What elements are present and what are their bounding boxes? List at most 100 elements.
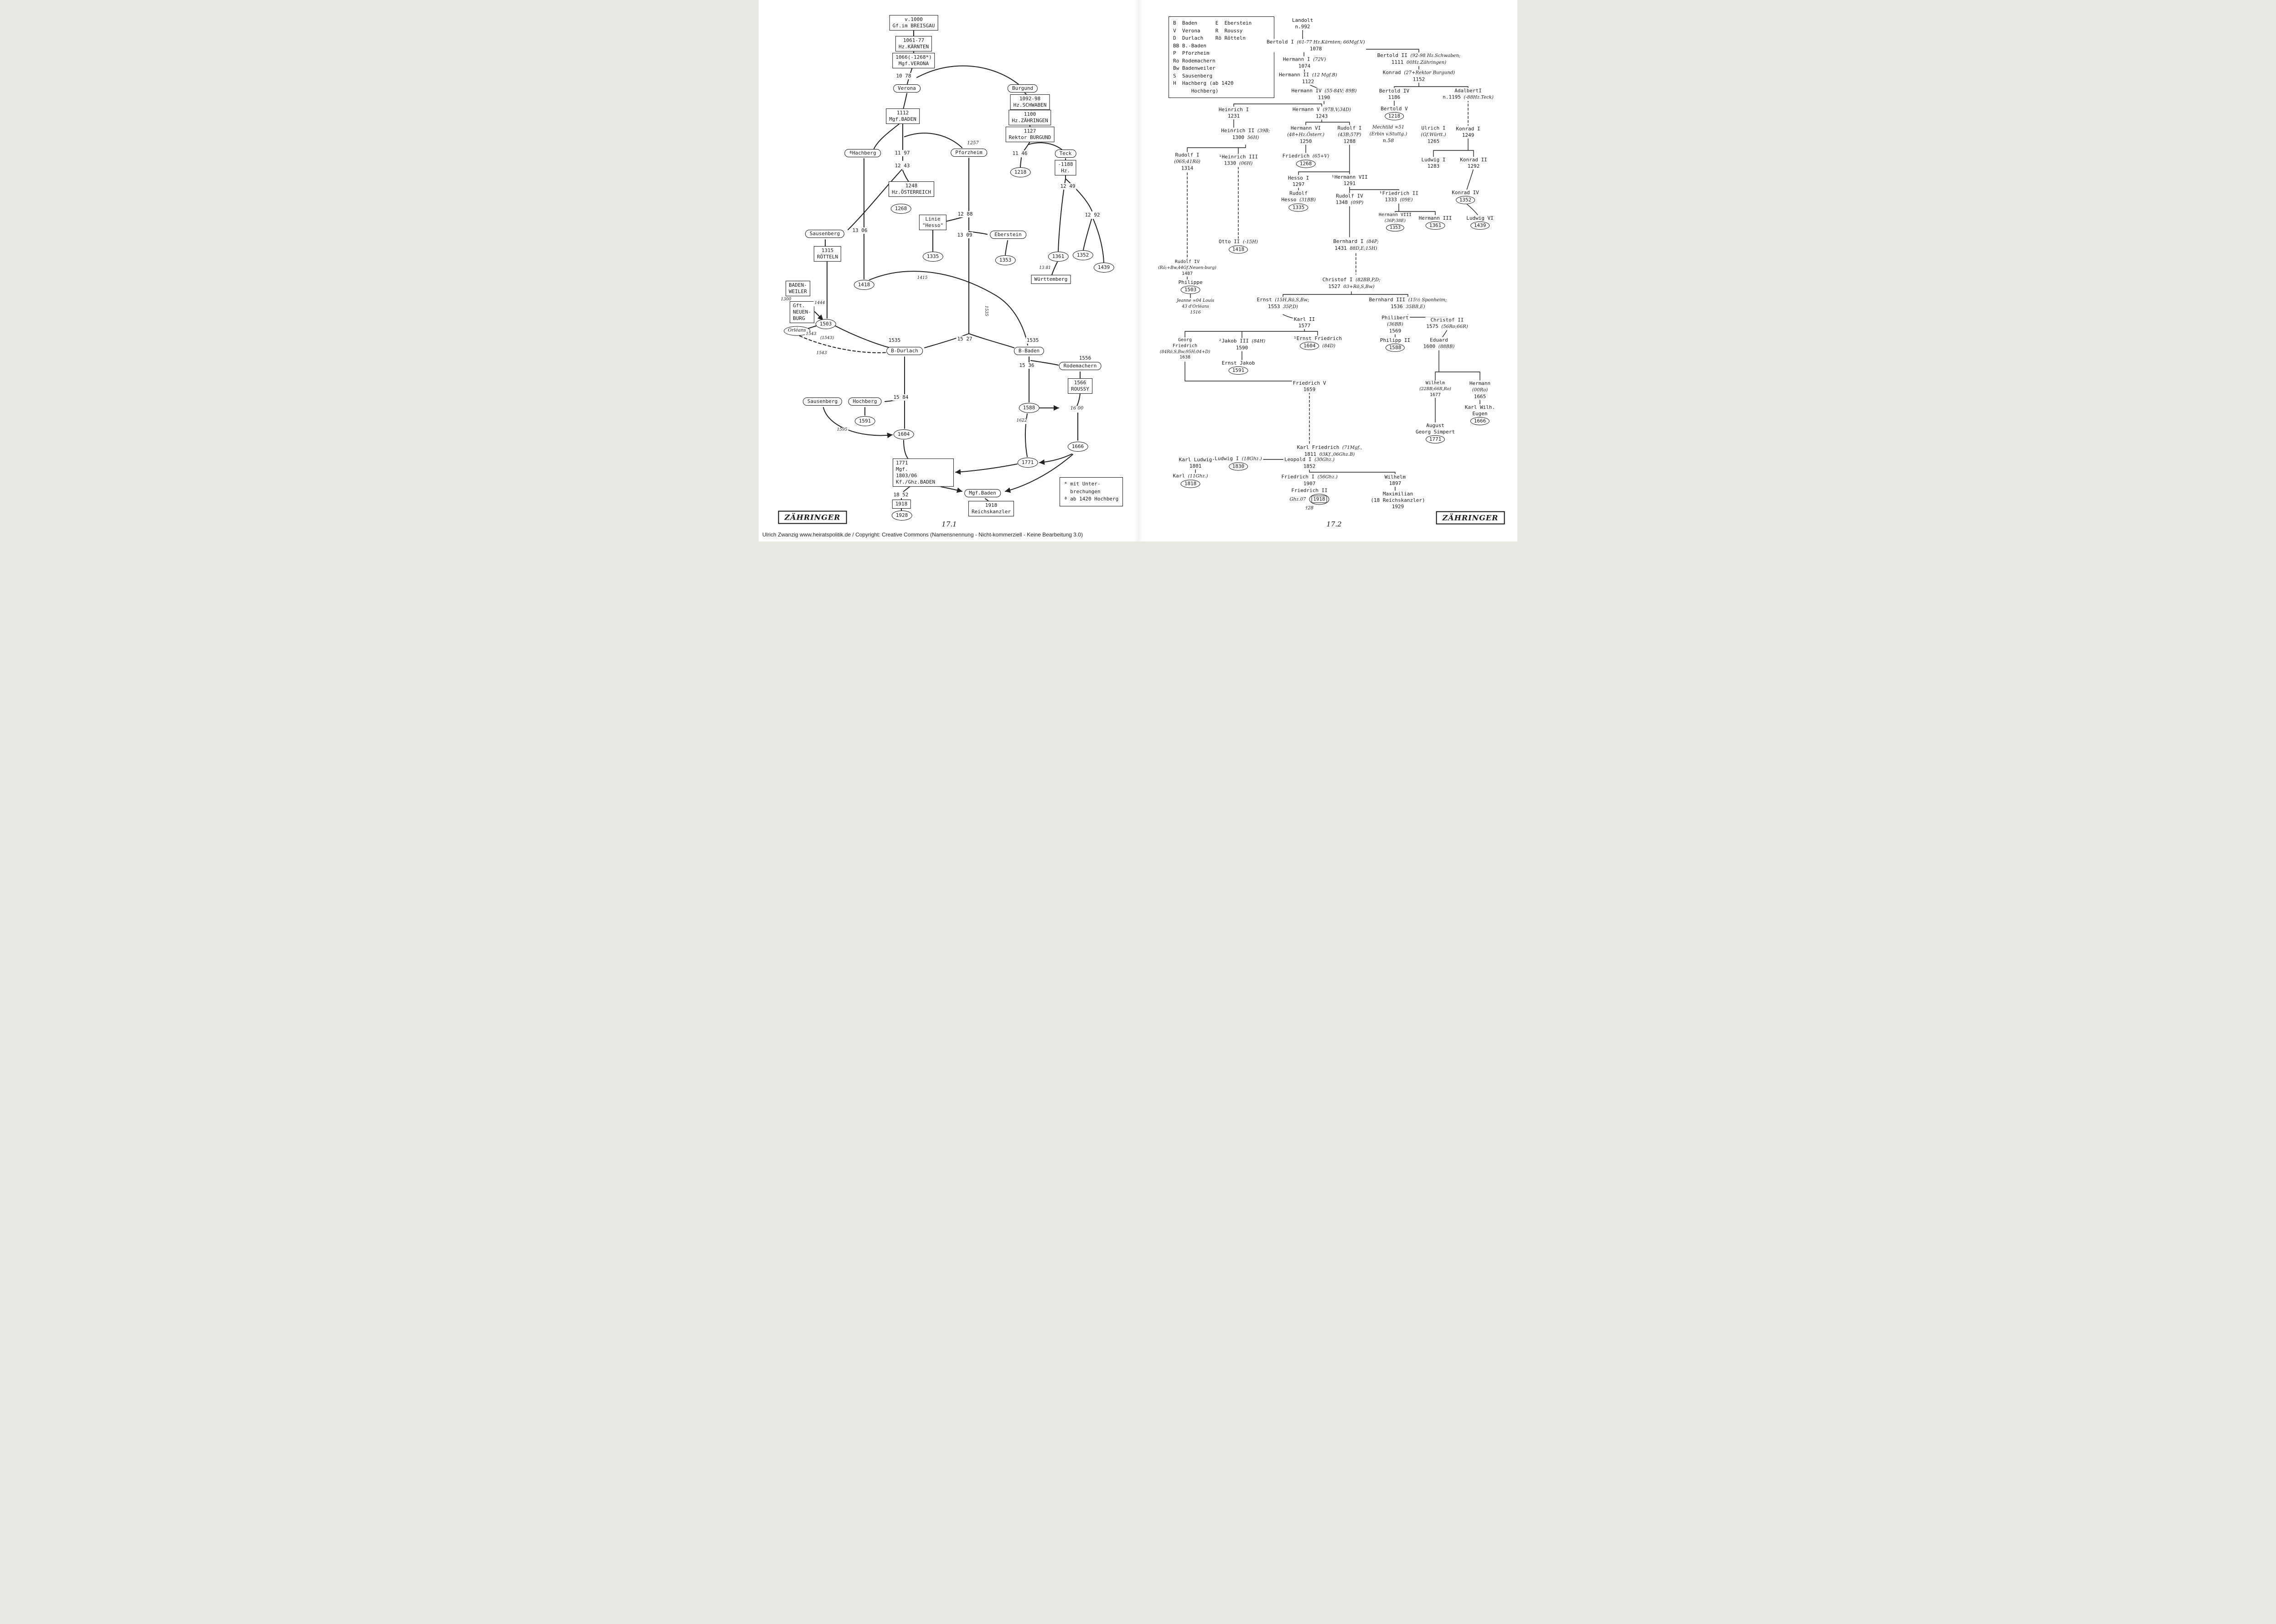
person-name: Wilhelm <box>1384 474 1406 480</box>
person-name: Bertold V <box>1381 105 1408 112</box>
node-w-rttemberg: Württemberg <box>1031 274 1071 284</box>
node-12-43: 12 43 <box>894 162 911 170</box>
right-page-title: ZÄHRINGER <box>1436 511 1505 525</box>
annotation-text: 35BB,E) <box>1406 304 1425 309</box>
label-text: 13 06 <box>852 227 868 233</box>
person-name: Konrad <box>1382 69 1401 76</box>
label-text: Pforzheim <box>955 149 983 155</box>
node-orl-ans: Orléans <box>784 326 810 336</box>
node-11-97: 11 97 <box>894 150 911 157</box>
person-name: Karl Wilh. <box>1464 404 1495 410</box>
person-name: ¹Heinrich III <box>1218 154 1258 160</box>
label-text: 1066(-1268*) <box>895 54 932 60</box>
death-year-frame: 1918 <box>1309 494 1329 505</box>
label-text: B-Baden <box>1018 347 1040 354</box>
death-year: 1231 <box>1227 113 1240 119</box>
person-rudolf-i-1288: Rudolf I(43B;57P)1288 <box>1336 125 1363 145</box>
node-linie: Linie"Hesso" <box>919 214 947 231</box>
node-1918: 1918 <box>892 499 911 509</box>
annotation-text: (Erbin v.Stuttg.) <box>1369 131 1407 137</box>
annotation-text: 03Kf.,06Ghz.B) <box>1319 452 1355 457</box>
label-text: 1604 <box>897 431 910 437</box>
person-name: Bertold II <box>1377 52 1407 59</box>
person-name: Hermann II <box>1279 72 1309 78</box>
label-text: 1352 <box>1076 252 1089 258</box>
node-13-81: 13 81 <box>1038 266 1052 271</box>
node-15-36: 15 36 <box>1018 362 1035 369</box>
death-year: 1569 <box>1389 328 1402 334</box>
person-name: Eduard <box>1430 337 1448 343</box>
node-1439: 1439 <box>1093 262 1114 273</box>
person-name: Friedrich <box>1172 343 1198 349</box>
death-year: 1503 <box>1180 286 1200 294</box>
death-year: 1250 <box>1299 138 1312 144</box>
label-text: 15 36 <box>1019 362 1035 368</box>
annotation-text: 1516 <box>1190 309 1201 315</box>
label-text: 1595 <box>837 428 848 433</box>
person-name: Karl II <box>1293 316 1315 322</box>
legend-line: brechungen <box>1064 488 1101 495</box>
person-name: Ludwig VI <box>1466 215 1494 221</box>
node-mgf-baden: Mgf.Baden <box>964 489 1001 498</box>
person-ulrich-i-1265: Ulrich I(Gf.Württ.)1265 <box>1420 125 1447 145</box>
death-year: 1333 <box>1385 196 1397 203</box>
node-18-52: 18 52 <box>892 491 910 499</box>
legend-line: * mit Unter- <box>1064 481 1101 487</box>
label-text: 1588 <box>1023 404 1035 411</box>
person-name: AdalbertI <box>1454 88 1482 94</box>
person-name: Konrad IV <box>1452 189 1479 196</box>
label-text: BURG <box>793 315 805 322</box>
figure-number-left: 17.1 <box>941 520 957 528</box>
person-name: Bernhard I <box>1333 238 1364 245</box>
death-year: 1811 <box>1304 451 1317 457</box>
label-text: 1361 <box>1052 253 1065 259</box>
annotation-text: 00Hz.Zähringen) <box>1406 60 1447 65</box>
annotation-text: (84H) <box>1252 339 1266 344</box>
label-text: 1803/06 <box>896 473 917 479</box>
node-10-78: 10 78 <box>895 72 912 80</box>
label-text: ROUSSY <box>1071 386 1089 392</box>
annotation-text: (00Ro) <box>1472 387 1488 393</box>
person-otto-ii-1418: Otto II (-15H)1418 <box>1218 238 1259 254</box>
annotation-text: (39B; <box>1257 129 1270 134</box>
person-name: Ludwig I <box>1215 455 1239 462</box>
death-year: 1801 <box>1189 463 1202 469</box>
left-page-title: ZÄHRINGER <box>778 510 847 524</box>
node-1353: 1353 <box>995 255 1016 266</box>
death-year: 1665 <box>1474 393 1486 400</box>
label-text: Orléans <box>788 328 806 333</box>
person-name: Rudolf IV <box>1174 259 1200 264</box>
annotation-text: (84Rö,S,Bw;95H;04+D) <box>1159 349 1210 354</box>
label-text: Mgf.VERONA <box>898 61 929 67</box>
connector-arrow-1666-mgfbaden <box>1005 454 1073 493</box>
node-12-49: 12 49 <box>1059 183 1076 190</box>
label-text: 1543 <box>806 332 817 337</box>
annotation-text: (84P; <box>1366 239 1379 245</box>
death-year: 1243 <box>1315 113 1328 119</box>
death-year: 1575 <box>1426 323 1438 330</box>
label-text: 13 09 <box>957 232 972 238</box>
annotation-text: (-88Hz.Teck) <box>1464 95 1494 100</box>
annotation-text: (09P) <box>1350 200 1364 206</box>
person-name: Christof II <box>1430 317 1464 323</box>
node-1543: 1543 <box>815 351 828 356</box>
death-year: 1553 <box>1267 304 1280 309</box>
label-text: Mgf.Baden <box>969 490 996 496</box>
person-name: ¹Hermann VII <box>1331 174 1368 180</box>
label-text: Hz.SCHWABEN <box>1013 102 1047 108</box>
label-text: 10 78 <box>896 72 911 79</box>
annotation-text: (11Ghz.) <box>1188 474 1208 479</box>
death-year: 1577 <box>1298 323 1311 329</box>
person-name: Ernst Jakob <box>1221 360 1255 366</box>
death-year: 1590 <box>1236 345 1248 351</box>
person-hermann-v-1243: Hermann V (97B,V;34D)1243 <box>1291 106 1352 120</box>
connector-right-dashed <box>1187 99 1469 446</box>
